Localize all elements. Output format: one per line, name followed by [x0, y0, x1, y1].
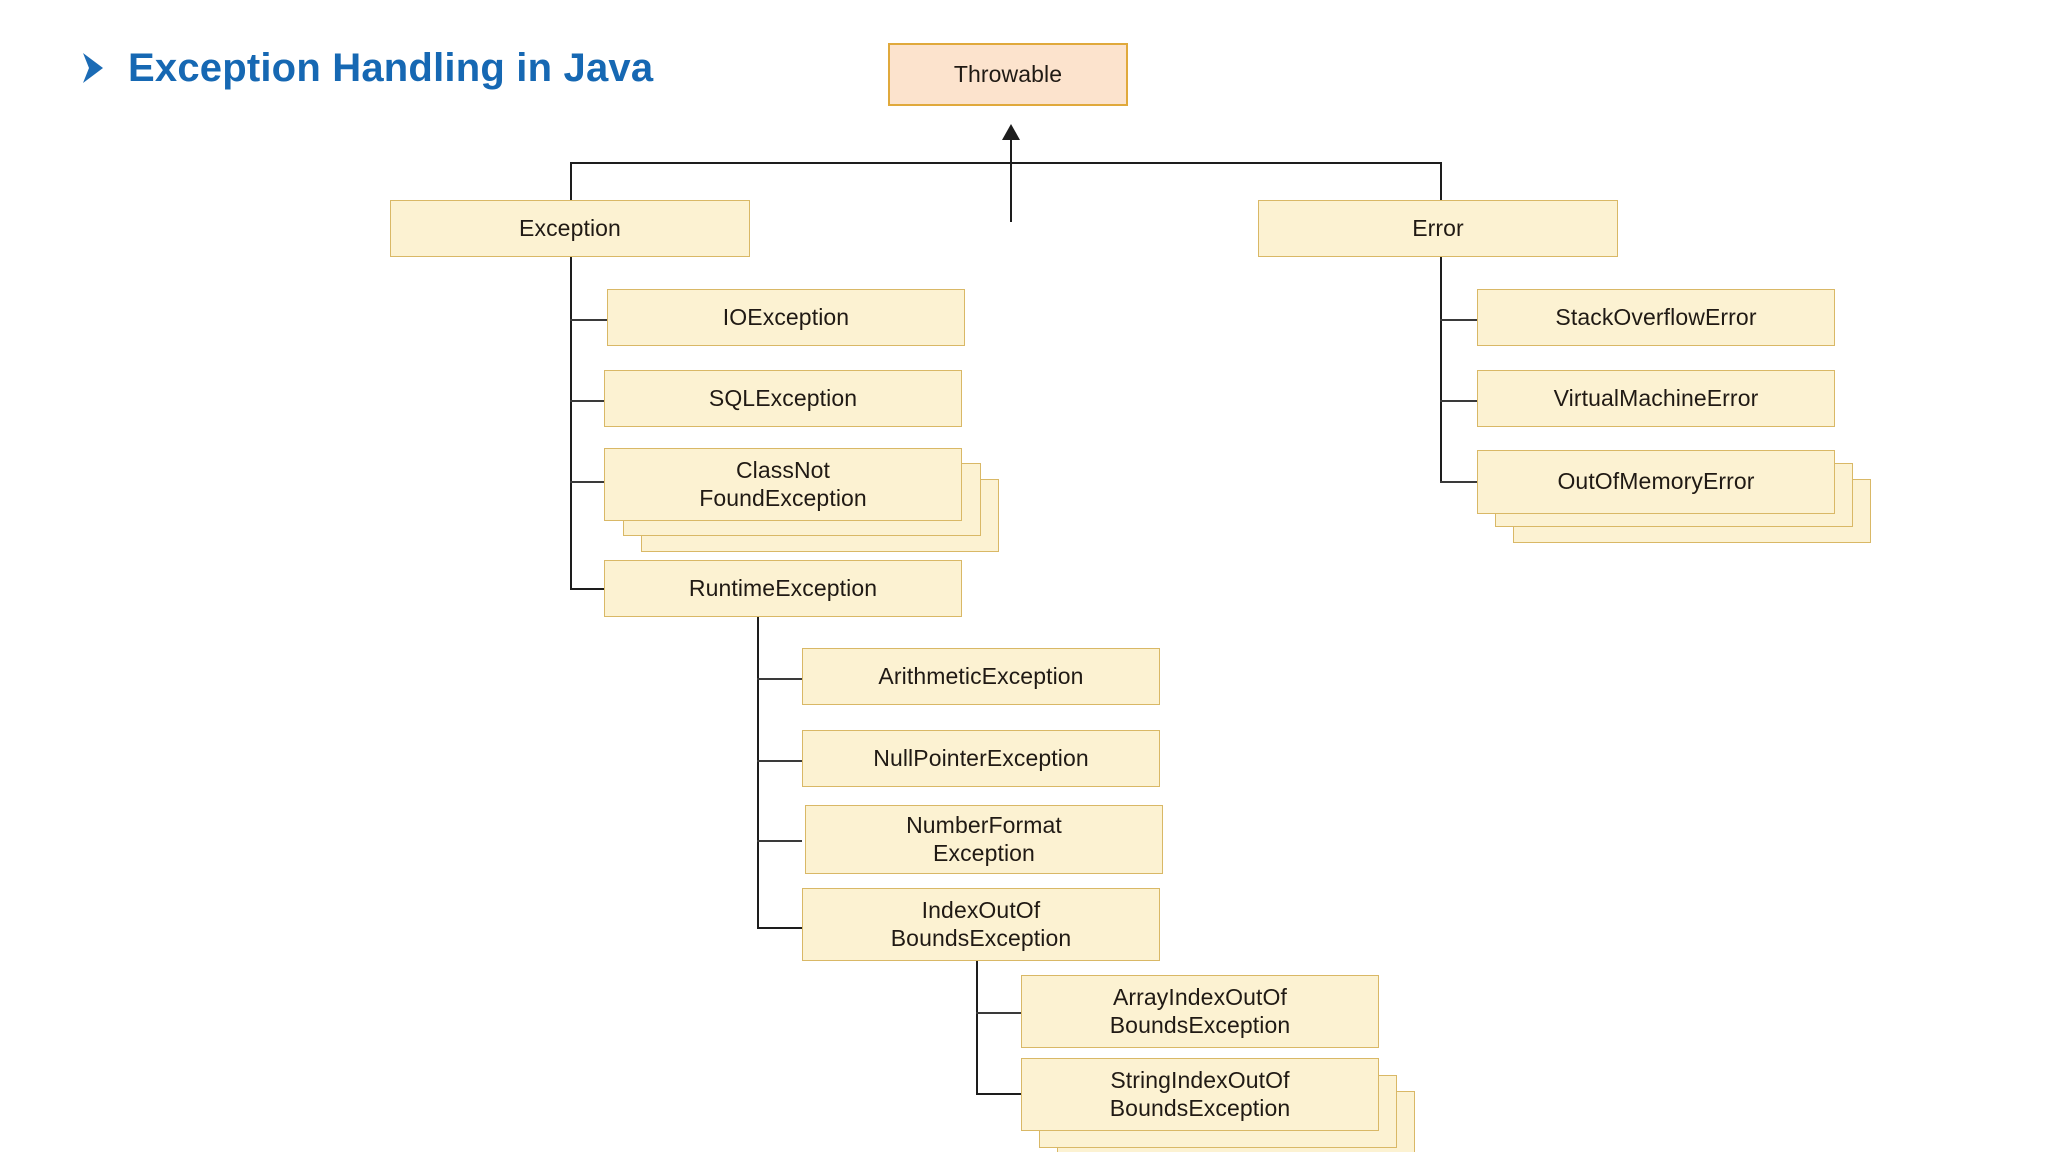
- node-sqlexception[interactable]: SQLException: [604, 370, 962, 427]
- connector-branch-ioexception: [570, 319, 610, 321]
- node-runtimeexception[interactable]: RuntimeException: [604, 560, 962, 617]
- connector-spine-runtimeexception: [757, 614, 759, 929]
- page-title-text: Exception Handling in Java: [128, 46, 654, 90]
- node-indexoutofboundsexception[interactable]: IndexOutOf BoundsException: [802, 888, 1160, 961]
- connector-branch-indexoutofboundsexception: [757, 927, 802, 929]
- connector-branch-stackoverflowerror: [1440, 319, 1477, 321]
- node-exception[interactable]: Exception: [390, 200, 750, 257]
- node-label: Exception: [519, 214, 621, 241]
- connector-branch-outofmemoryerror: [1440, 481, 1477, 483]
- node-label: StringIndexOutOf BoundsException: [1109, 1067, 1291, 1121]
- node-label: Throwable: [953, 60, 1063, 87]
- chevron-right-bullet-icon: [83, 53, 103, 83]
- node-label: StackOverflowError: [1555, 303, 1757, 330]
- node-label: NullPointerException: [873, 744, 1089, 771]
- connector-spine-exception: [570, 255, 572, 590]
- node-label: ArrayIndexOutOf BoundsException: [1109, 984, 1291, 1038]
- node-arithmeticexception[interactable]: ArithmeticException: [802, 648, 1160, 705]
- connector-branch-arrayindexoutofbounds: [976, 1012, 1021, 1014]
- node-stackoverflowerror[interactable]: StackOverflowError: [1477, 289, 1835, 346]
- connector-throwable-stem: [1010, 140, 1012, 222]
- connector-bus-top: [570, 162, 1442, 164]
- node-virtualmachineerror[interactable]: VirtualMachineError: [1477, 370, 1835, 427]
- connector-branch-nullpointerexception: [757, 760, 802, 762]
- connector-spine-indexoutofbounds: [976, 950, 978, 1095]
- connector-branch-sqlexception: [570, 400, 607, 402]
- connector-branch-numberformatexception: [757, 840, 802, 842]
- node-throwable[interactable]: Throwable: [888, 43, 1128, 106]
- node-arrayindexoutofboundsexception[interactable]: ArrayIndexOutOf BoundsException: [1021, 975, 1379, 1048]
- node-numberformatexception[interactable]: NumberFormat Exception: [805, 805, 1163, 874]
- node-label: ArithmeticException: [878, 662, 1084, 689]
- connector-branch-classnotfoundexception: [570, 481, 607, 483]
- node-label: Error: [1412, 214, 1464, 241]
- node-label: RuntimeException: [688, 574, 878, 601]
- node-label: OutOfMemoryError: [1557, 468, 1755, 495]
- node-label: SQLException: [708, 384, 858, 411]
- node-error[interactable]: Error: [1258, 200, 1618, 257]
- node-outofmemoryerror[interactable]: OutOfMemoryError: [1477, 450, 1835, 514]
- node-label: NumberFormat Exception: [906, 812, 1062, 866]
- node-stringindexoutofboundsexception[interactable]: StringIndexOutOf BoundsException: [1021, 1058, 1379, 1131]
- node-label: IOException: [722, 303, 850, 330]
- node-label: ClassNot FoundException: [699, 457, 867, 511]
- connector-spine-error: [1440, 255, 1442, 482]
- connector-branch-runtimeexception: [570, 588, 607, 590]
- connector-branch-arithmeticexception: [757, 678, 802, 680]
- page-title: Exception Handling in Java: [80, 48, 653, 88]
- connector-branch-virtualmachineerror: [1440, 400, 1477, 402]
- connector-arrowhead-throwable: [1002, 124, 1020, 140]
- connector-bus-to-error: [1440, 162, 1442, 202]
- node-label: VirtualMachineError: [1553, 384, 1759, 411]
- node-nullpointerexception[interactable]: NullPointerException: [802, 730, 1160, 787]
- node-classnotfoundexception[interactable]: ClassNot FoundException: [604, 448, 962, 521]
- node-ioexception[interactable]: IOException: [607, 289, 965, 346]
- connector-bus-to-exception: [570, 162, 572, 202]
- node-label: IndexOutOf BoundsException: [890, 897, 1072, 951]
- connector-branch-stringindexoutofbounds: [976, 1093, 1021, 1095]
